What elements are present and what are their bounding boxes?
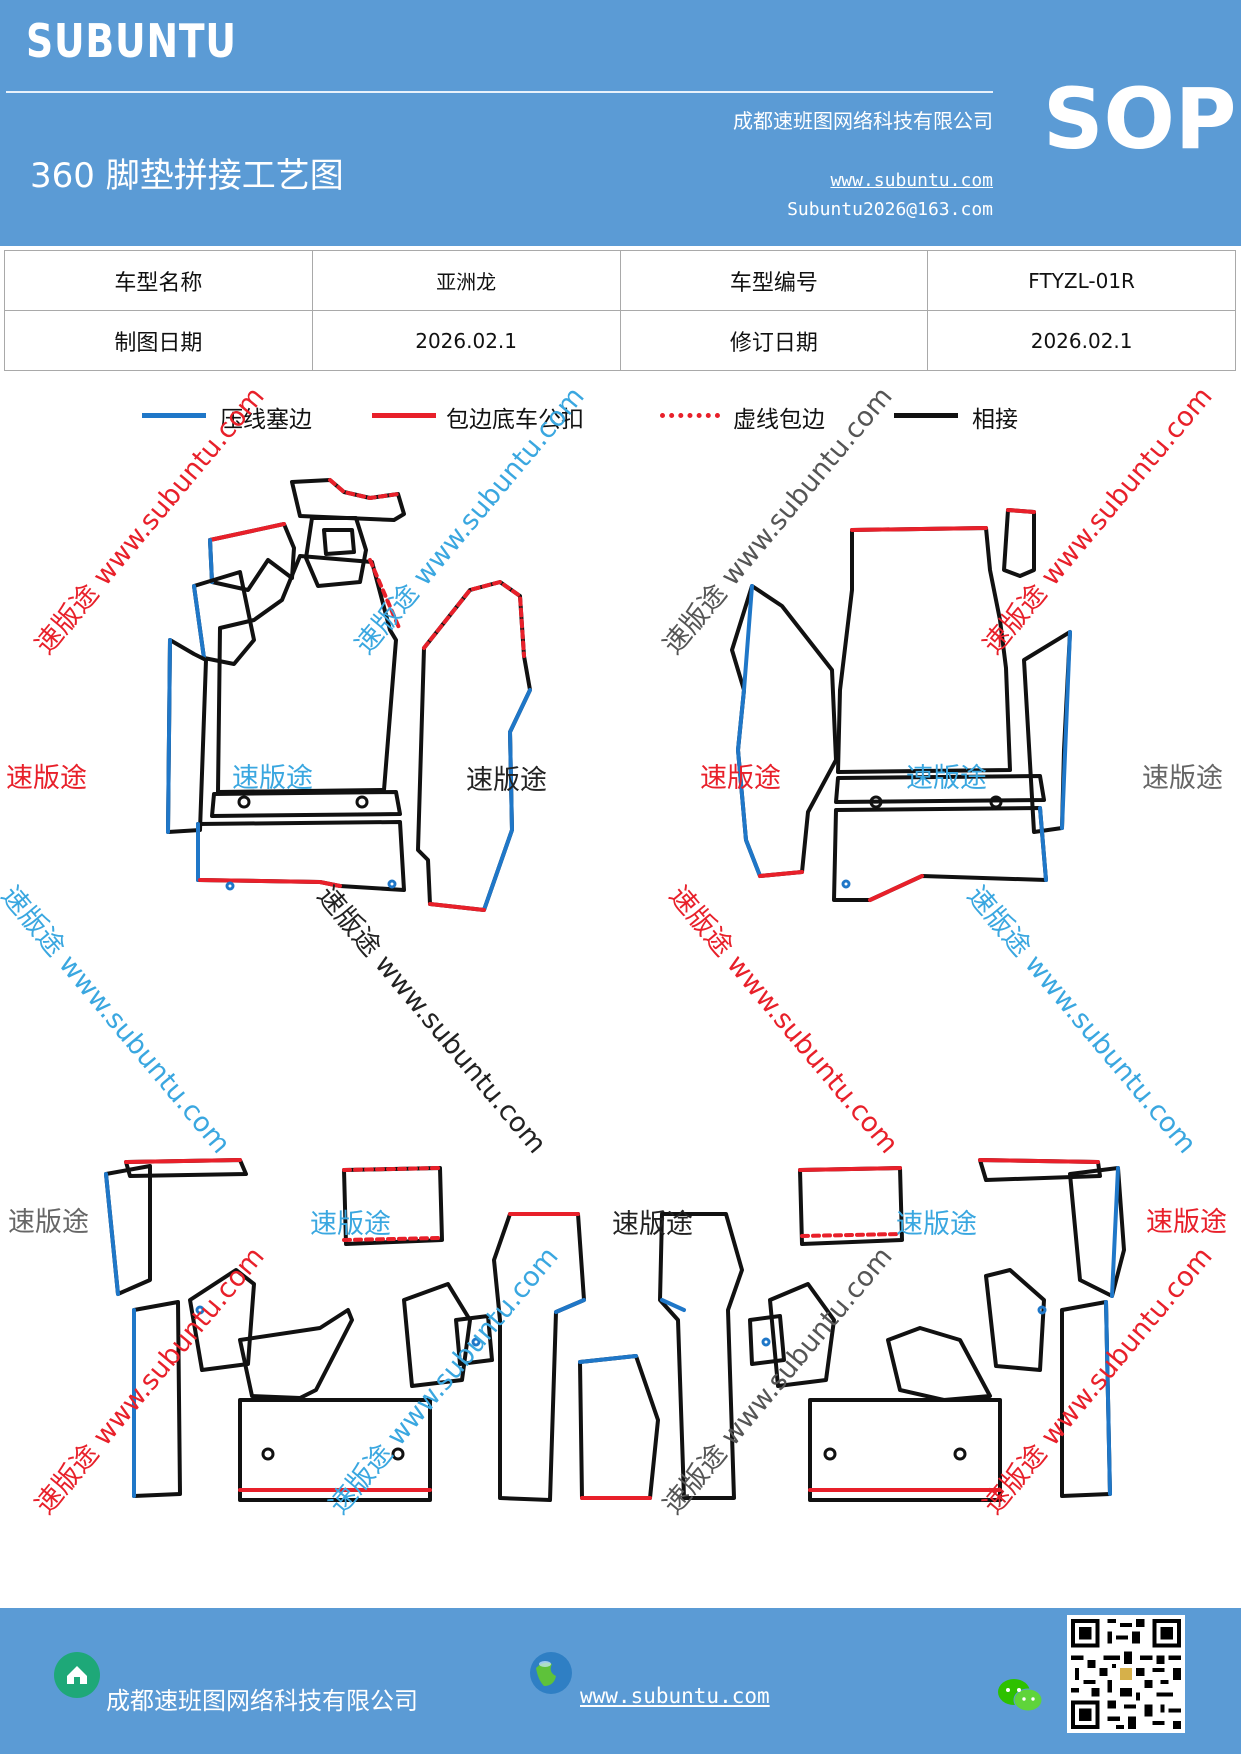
mat-piece-front-left: [166, 478, 406, 892]
email-address: Subuntu2026@163.com: [787, 199, 993, 220]
table-cell: 车型编号: [619, 250, 929, 311]
table-cell: 2026.02.1: [311, 310, 621, 371]
footer-website-link[interactable]: www.subuntu.com: [580, 1684, 770, 1708]
mat-piece-rear-left-seat: [342, 1166, 586, 1502]
table-cell: 2026.02.1: [927, 310, 1236, 371]
header-divider: [6, 91, 993, 93]
mat-piece-rear-center: [578, 1354, 660, 1500]
watermark-label: 速版途: [612, 1209, 693, 1240]
company-name: 成都速班图网络科技有限公司: [733, 109, 993, 133]
mat-pieces-svg: [104, 478, 1126, 1502]
table-cell: 修订日期: [619, 310, 929, 371]
page-title: 360 脚垫拼接工艺图: [30, 156, 344, 196]
table-cell: 亚洲龙: [311, 250, 621, 311]
legend-swatch-blue: [142, 413, 206, 418]
legend-label: 压线塞边: [220, 407, 312, 433]
mat-piece-rear-right: [808, 1158, 1126, 1502]
watermark-label: 速版途: [1142, 763, 1223, 794]
table-cell: 制图日期: [4, 310, 313, 371]
watermark-label: 速版途: [310, 1209, 391, 1240]
watermark-label: 速版途: [8, 1207, 89, 1238]
brand-logo: SUBUNTU: [26, 14, 237, 68]
watermark-label: 速版途: [906, 763, 987, 794]
legend-label: 包边底车公扣: [446, 407, 584, 433]
mat-piece-front-right: [730, 508, 1072, 902]
table-cell: 车型名称: [4, 250, 313, 311]
table-cell: FTYZL-01R: [927, 250, 1236, 311]
legend-swatch-dotted: [660, 413, 720, 418]
legend: 压线塞边 包边底车公扣 虚线包边 相接: [0, 398, 1241, 438]
mat-piece-front-left-side: [416, 580, 532, 912]
table-row: 制图日期 2026.02.1 修订日期 2026.02.1: [4, 310, 1236, 371]
footer-banner: 成都速班图网络科技有限公司 www.subuntu.com: [0, 1608, 1241, 1754]
info-table: 车型名称 亚洲龙 车型编号 FTYZL-01R 制图日期 2026.02.1 修…: [4, 250, 1236, 371]
mat-piece-rear-right-seat: [658, 1166, 904, 1500]
sop-badge: SOP: [1043, 70, 1237, 168]
watermark-label: 速版途: [1146, 1207, 1227, 1238]
floor-mat-diagram: 速版途 www.subuntu.com 速版途 www.subuntu.com …: [0, 381, 1241, 1590]
watermark-label: 速版途: [6, 763, 87, 794]
wechat-icon[interactable]: [996, 1676, 1044, 1716]
watermark-label: 速版途: [232, 763, 313, 794]
legend-swatch-red: [372, 413, 436, 418]
legend-label: 相接: [972, 407, 1018, 433]
legend-label: 虚线包边: [733, 407, 825, 433]
legend-swatch-black: [894, 413, 958, 418]
qr-code: [1067, 1615, 1185, 1733]
globe-icon: [528, 1650, 574, 1696]
table-row: 车型名称 亚洲龙 车型编号 FTYZL-01R: [4, 250, 1236, 311]
home-icon: [54, 1652, 100, 1698]
website-link[interactable]: www.subuntu.com: [830, 170, 993, 191]
header-banner: SUBUNTU 成都速班图网络科技有限公司 360 脚垫拼接工艺图 www.su…: [0, 0, 1241, 246]
mat-piece-rear-left: [104, 1158, 432, 1502]
watermark-label: 速版途: [466, 765, 547, 796]
footer-company: 成都速班图网络科技有限公司: [106, 1687, 418, 1715]
watermark-label: 速版途: [700, 763, 781, 794]
watermark-label: 速版途: [896, 1209, 977, 1240]
